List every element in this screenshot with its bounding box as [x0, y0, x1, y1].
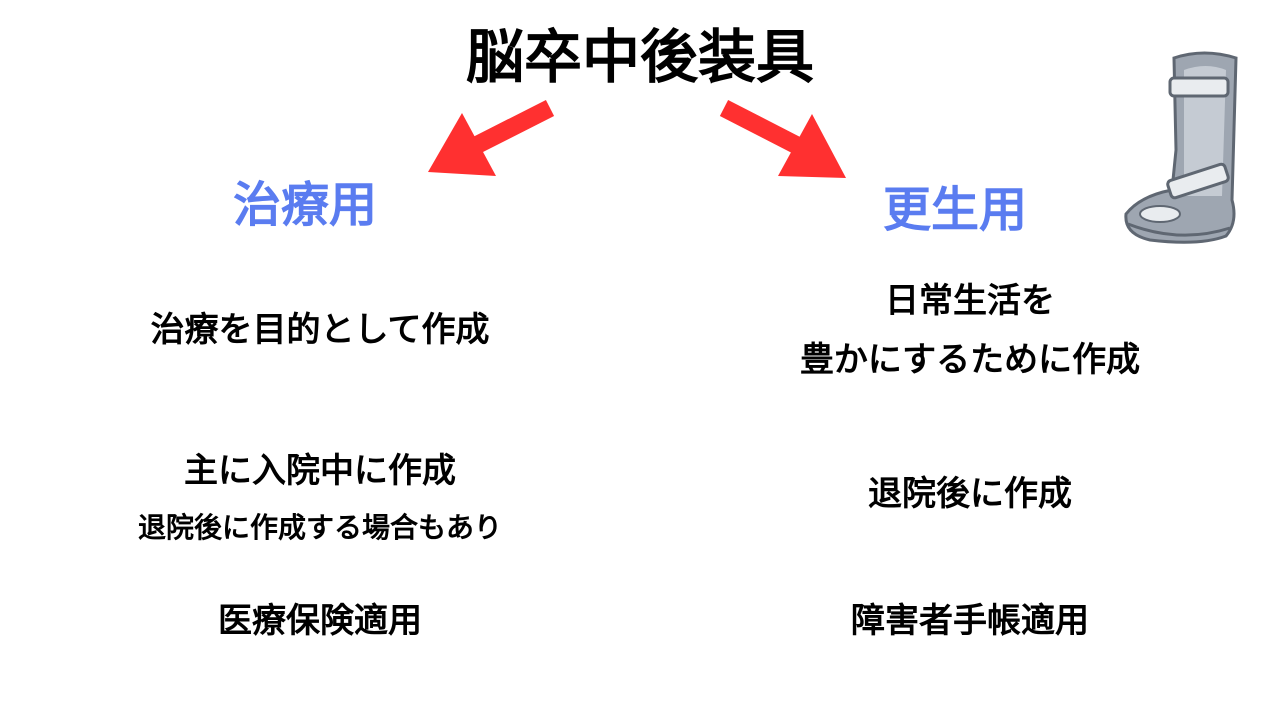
- diagram-title: 脳卒中後装具: [465, 23, 814, 91]
- left-arrow-icon: [428, 99, 555, 176]
- treatment-timing-note: 退院後に作成する場合もあり: [137, 511, 502, 544]
- rehabilitation-purpose-line1: 日常生活を: [885, 281, 1055, 321]
- treatment-insurance: 医療保険適用: [218, 601, 422, 641]
- right-arrow-icon: [719, 99, 846, 178]
- rehabilitation-heading: 更生用: [882, 182, 1027, 238]
- rehabilitation-purpose-line2: 豊かにするために作成: [799, 340, 1141, 380]
- rehabilitation-timing: 退院後に作成: [868, 474, 1072, 514]
- treatment-heading: 治療用: [232, 177, 377, 233]
- rehabilitation-insurance: 障害者手帳適用: [851, 601, 1089, 641]
- treatment-timing: 主に入院中に作成: [184, 451, 456, 491]
- leg-brace-icon: [1124, 51, 1238, 244]
- treatment-purpose: 治療を目的として作成: [150, 310, 490, 350]
